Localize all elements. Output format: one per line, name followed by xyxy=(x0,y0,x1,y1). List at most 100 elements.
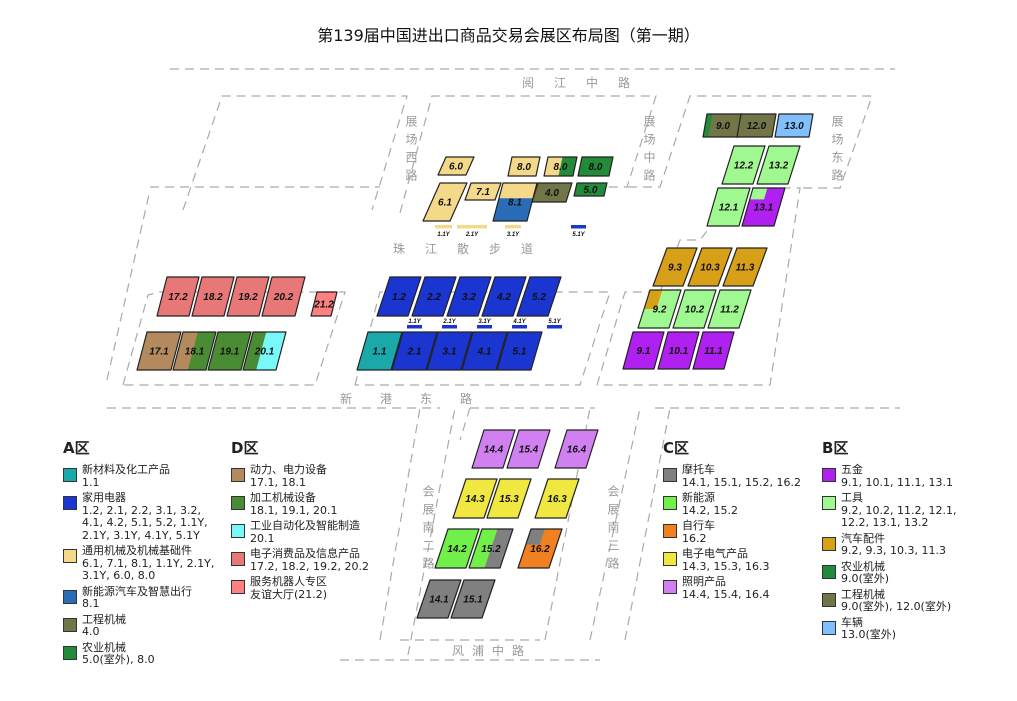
hall-17.1[interactable]: 17.1 xyxy=(136,331,182,371)
strip-bar xyxy=(571,225,586,229)
hall-1.2[interactable]: 1.2 xyxy=(376,276,422,317)
legend-halls: 1.1 xyxy=(82,475,100,489)
hall-fill xyxy=(673,290,716,328)
strip-2.1Y[interactable]: 2.1Y xyxy=(442,319,457,329)
legend-swatch xyxy=(231,552,245,566)
hall-2.2[interactable]: 2.2 xyxy=(411,276,457,317)
hall-13.1[interactable]: 13.1 xyxy=(741,187,786,227)
hall-9.2[interactable]: 9.2 xyxy=(637,289,682,329)
legend-halls: 9.0(室外), 12.0(室外) xyxy=(841,600,952,613)
hall-2.1[interactable]: 2.1 xyxy=(391,331,438,371)
hall-4.1[interactable]: 4.1 xyxy=(461,331,508,371)
hall-9.3[interactable]: 9.3 xyxy=(652,247,698,287)
hall-19.1[interactable]: 19.1 xyxy=(207,331,252,371)
hall-8.0[interactable]: 8.0 xyxy=(577,156,614,177)
legend-category: 工具 xyxy=(841,491,863,504)
hall-outline xyxy=(461,331,508,371)
hall-19.2[interactable]: 19.2 xyxy=(226,276,270,317)
hall-16.3[interactable]: 16.3 xyxy=(534,478,580,519)
hall-13.2[interactable]: 13.2 xyxy=(756,145,801,185)
hall-10.2[interactable]: 10.2 xyxy=(672,289,717,329)
hall-14.2[interactable]: 14.2 xyxy=(434,528,480,569)
legend-swatch xyxy=(231,468,245,482)
legend-halls: 友谊大厅(21.2) xyxy=(250,587,328,601)
hall-13.0[interactable]: 13.0 xyxy=(774,113,814,138)
legend-title: A区 xyxy=(63,439,90,457)
hall-14.4[interactable]: 14.4 xyxy=(471,429,516,469)
hall-7.1[interactable]: 7.1 xyxy=(464,182,502,201)
strip-bar xyxy=(407,325,422,329)
hall-15.1[interactable]: 15.1 xyxy=(450,579,496,619)
hall-label: 5.0 xyxy=(584,185,598,196)
hall-split-fill xyxy=(469,529,498,568)
hall-8.1[interactable]: 8.1 xyxy=(492,182,538,222)
hall-11.3[interactable]: 11.3 xyxy=(722,247,768,287)
hall-outline xyxy=(468,528,514,569)
hall-fill xyxy=(775,114,813,137)
hall-6.0[interactable]: 6.0 xyxy=(437,156,475,176)
hall-label: 4.2 xyxy=(496,292,511,303)
legend-halls: 14.3, 15.3, 16.3 xyxy=(682,559,770,573)
hall-8.0[interactable]: 8.0 xyxy=(507,156,541,177)
hall-14.3[interactable]: 14.3 xyxy=(452,478,498,519)
hall-fill xyxy=(532,183,572,202)
hall-11.2[interactable]: 11.2 xyxy=(707,289,752,329)
hall-5.1[interactable]: 5.1 xyxy=(496,331,543,371)
legend-halls: 18.1, 19.1, 20.1 xyxy=(250,503,338,517)
hall-label: 14.3 xyxy=(465,494,485,505)
strip-4.1Y[interactable]: 4.1Y xyxy=(512,319,527,329)
strip-3.1Y[interactable]: 3.1Y xyxy=(505,225,521,238)
hall-5.2[interactable]: 5.2 xyxy=(516,276,562,317)
legend-category: 加工机械设备 xyxy=(250,491,316,504)
hall-18.1[interactable]: 18.1 xyxy=(172,331,217,371)
hall-15.3[interactable]: 15.3 xyxy=(486,478,532,519)
strip-5.1Y[interactable]: 5.1Y xyxy=(571,225,586,238)
strip-3.1Y[interactable]: 3.1Y xyxy=(477,319,492,329)
legend-halls: 13.0(室外) xyxy=(841,628,897,641)
hall-fill xyxy=(482,277,526,316)
hall-14.1[interactable]: 14.1 xyxy=(416,579,462,619)
hall-16.2[interactable]: 16.2 xyxy=(517,528,563,569)
hall-1.1[interactable]: 1.1 xyxy=(356,331,403,371)
strip-1.1Y[interactable]: 1.1Y xyxy=(435,225,452,238)
hall-5.0[interactable]: 5.0 xyxy=(573,182,608,197)
hall-15.2[interactable]: 15.2 xyxy=(468,528,514,569)
hall-label: 8.0 xyxy=(517,162,531,173)
strip-2.1Y[interactable]: 2.1Y xyxy=(457,225,487,238)
hall-outline xyxy=(376,276,422,317)
strip-label: 2.1Y xyxy=(442,319,456,325)
hall-16.4[interactable]: 16.4 xyxy=(554,429,599,469)
hall-split-fill xyxy=(173,332,198,370)
hall-20.1[interactable]: 20.1 xyxy=(242,331,287,371)
hall-20.2[interactable]: 20.2 xyxy=(261,276,306,317)
road-label-bottom: 风浦中路 xyxy=(452,644,533,658)
hall-10.1[interactable]: 10.1 xyxy=(657,331,700,370)
hall-3.2[interactable]: 3.2 xyxy=(446,276,492,317)
hall-15.4[interactable]: 15.4 xyxy=(506,429,551,469)
legend-swatch xyxy=(231,496,245,510)
hall-label: 4.1 xyxy=(477,347,492,358)
hall-11.1[interactable]: 11.1 xyxy=(692,331,735,370)
hall-4.0[interactable]: 4.0 xyxy=(531,182,573,203)
hall-9.1[interactable]: 9.1 xyxy=(622,331,665,370)
hall-18.2[interactable]: 18.2 xyxy=(191,276,235,317)
hall-4.2[interactable]: 4.2 xyxy=(481,276,527,317)
hall-3.1[interactable]: 3.1 xyxy=(426,331,473,371)
hall-12.0[interactable]: 12.0 xyxy=(736,113,777,138)
hall-8.0[interactable]: 8.0 xyxy=(543,156,578,177)
hall-fill xyxy=(508,157,540,176)
legend-category: 车辆 xyxy=(841,615,863,629)
hall-21.2[interactable]: 21.2 xyxy=(310,291,338,317)
strip-1.1Y[interactable]: 1.1Y xyxy=(407,319,422,329)
hall-6.1[interactable]: 6.1 xyxy=(422,182,468,222)
hall-12.1[interactable]: 12.1 xyxy=(706,187,751,227)
hall-12.2[interactable]: 12.2 xyxy=(721,145,766,185)
hall-fill xyxy=(707,188,750,226)
hall-9.0[interactable]: 9.0 xyxy=(702,113,744,138)
hall-fill xyxy=(208,332,251,370)
strip-5.1Y[interactable]: 5.1Y xyxy=(547,319,562,329)
hall-17.2[interactable]: 17.2 xyxy=(156,276,200,317)
hall-10.3[interactable]: 10.3 xyxy=(687,247,733,287)
hall-label: 15.3 xyxy=(499,494,519,505)
